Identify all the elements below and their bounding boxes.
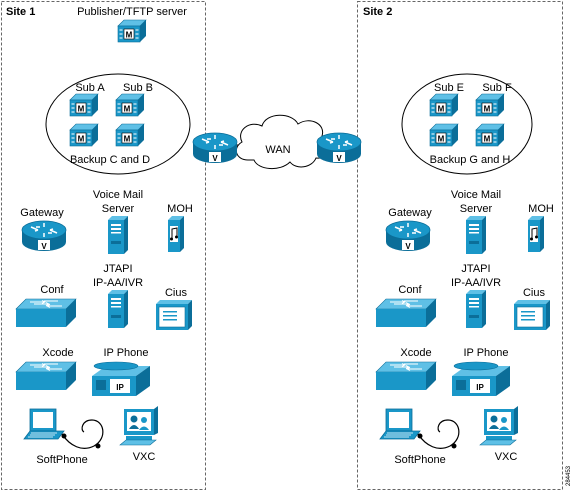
switch-icon [375, 298, 437, 328]
site-2: Site 2 Sub E Sub F M M M M Backup G and … [316, 6, 554, 466]
backup-label: Backup C and D [70, 154, 150, 166]
switch-icon [15, 361, 77, 391]
laptop-icon [23, 408, 65, 440]
svg-text:M: M [438, 105, 445, 114]
server-tower-icon [466, 290, 486, 328]
call-manager-server-icon: M [117, 19, 147, 43]
site-2-title: Site 2 [363, 6, 392, 18]
ipphone-label: IP Phone [463, 347, 508, 359]
call-manager-server-icon: M [429, 93, 459, 117]
router-icon: V [21, 220, 67, 252]
svg-text:IP: IP [116, 383, 124, 392]
router-icon: V [316, 132, 362, 164]
sub-label: Sub E [434, 82, 464, 94]
conf-label: Conf [40, 284, 64, 296]
sub-label: Sub B [123, 82, 153, 94]
voicemail-label-line1: Voice Mail [93, 189, 143, 201]
svg-text:M: M [484, 135, 491, 144]
call-manager-server-icon: M [69, 93, 99, 117]
svg-text:V: V [212, 154, 218, 163]
sub-label: Sub A [75, 82, 105, 94]
svg-text:IP: IP [476, 383, 484, 392]
ipphone-label: IP Phone [103, 347, 148, 359]
backup-label: Backup G and H [430, 154, 511, 166]
gateway-label: Gateway [388, 207, 432, 219]
jtapi-label-line2: IP-AA/IVR [451, 277, 501, 289]
cius-label: Cius [523, 287, 546, 299]
voicemail-label-line2: Server [460, 203, 493, 215]
vxc-terminal-icon [479, 405, 519, 446]
jtapi-label-line1: JTAPI [103, 263, 132, 275]
site-1-title: Site 1 [6, 6, 35, 18]
softphone-label: SoftPhone [36, 454, 87, 466]
router-icon: V [192, 132, 238, 164]
headset-icon [61, 419, 104, 449]
switch-icon [15, 298, 77, 328]
xcode-label: Xcode [400, 347, 431, 359]
server-tower-icon [108, 216, 128, 254]
headset-icon [417, 419, 460, 449]
server-tower-icon [108, 290, 128, 328]
figure-id: 284453 [566, 465, 572, 486]
moh-server-icon [167, 215, 185, 253]
vxc-label: VXC [133, 451, 156, 463]
call-manager-server-icon: M [429, 123, 459, 147]
router-icon: V [385, 220, 431, 252]
server-tower-icon [466, 216, 486, 254]
vxc-label: VXC [495, 451, 518, 463]
gateway-label: Gateway [20, 207, 64, 219]
publisher-label: Publisher/TFTP server [77, 6, 187, 18]
ip-phone-icon: IP [451, 361, 511, 397]
call-manager-server-icon: M [475, 123, 505, 147]
call-manager-server-icon: M [475, 93, 505, 117]
voicemail-label-line2: Server [102, 203, 135, 215]
conf-label: Conf [398, 284, 422, 296]
site-1-boundary [1, 1, 206, 490]
softphone-label: SoftPhone [394, 454, 445, 466]
moh-label: MOH [167, 203, 193, 215]
svg-text:M: M [78, 105, 85, 114]
svg-text:M: M [78, 135, 85, 144]
sub-label: Sub F [482, 82, 512, 94]
svg-text:V: V [336, 154, 342, 163]
wan-label: WAN [265, 144, 290, 156]
svg-text:M: M [124, 105, 131, 114]
site-2-boundary [357, 1, 563, 490]
switch-icon [375, 361, 437, 391]
jtapi-label-line2: IP-AA/IVR [93, 277, 143, 289]
site-1: Site 1 Publisher/TFTP server M Sub A Sub… [6, 6, 238, 466]
call-manager-server-icon: M [115, 123, 145, 147]
xcode-label: Xcode [42, 347, 73, 359]
vxc-terminal-icon [119, 405, 159, 446]
wan-cloud-icon [235, 114, 330, 169]
svg-text:M: M [124, 135, 131, 144]
cius-tablet-icon [513, 299, 551, 331]
cius-label: Cius [165, 287, 188, 299]
subscriber-cluster-ellipse [45, 73, 191, 175]
moh-label: MOH [528, 203, 554, 215]
call-manager-server-icon: M [69, 123, 99, 147]
svg-text:M: M [484, 105, 491, 114]
cius-tablet-icon [155, 299, 193, 331]
ip-phone-icon: IP [91, 361, 151, 397]
svg-text:V: V [405, 242, 411, 251]
voicemail-label-line1: Voice Mail [451, 189, 501, 201]
jtapi-label-line1: JTAPI [461, 263, 490, 275]
call-manager-server-icon: M [115, 93, 145, 117]
subscriber-cluster-ellipse [401, 73, 533, 175]
svg-text:M: M [438, 135, 445, 144]
svg-text:V: V [41, 242, 47, 251]
laptop-icon [379, 408, 421, 440]
svg-text:M: M [126, 31, 133, 40]
moh-server-icon [527, 215, 545, 253]
